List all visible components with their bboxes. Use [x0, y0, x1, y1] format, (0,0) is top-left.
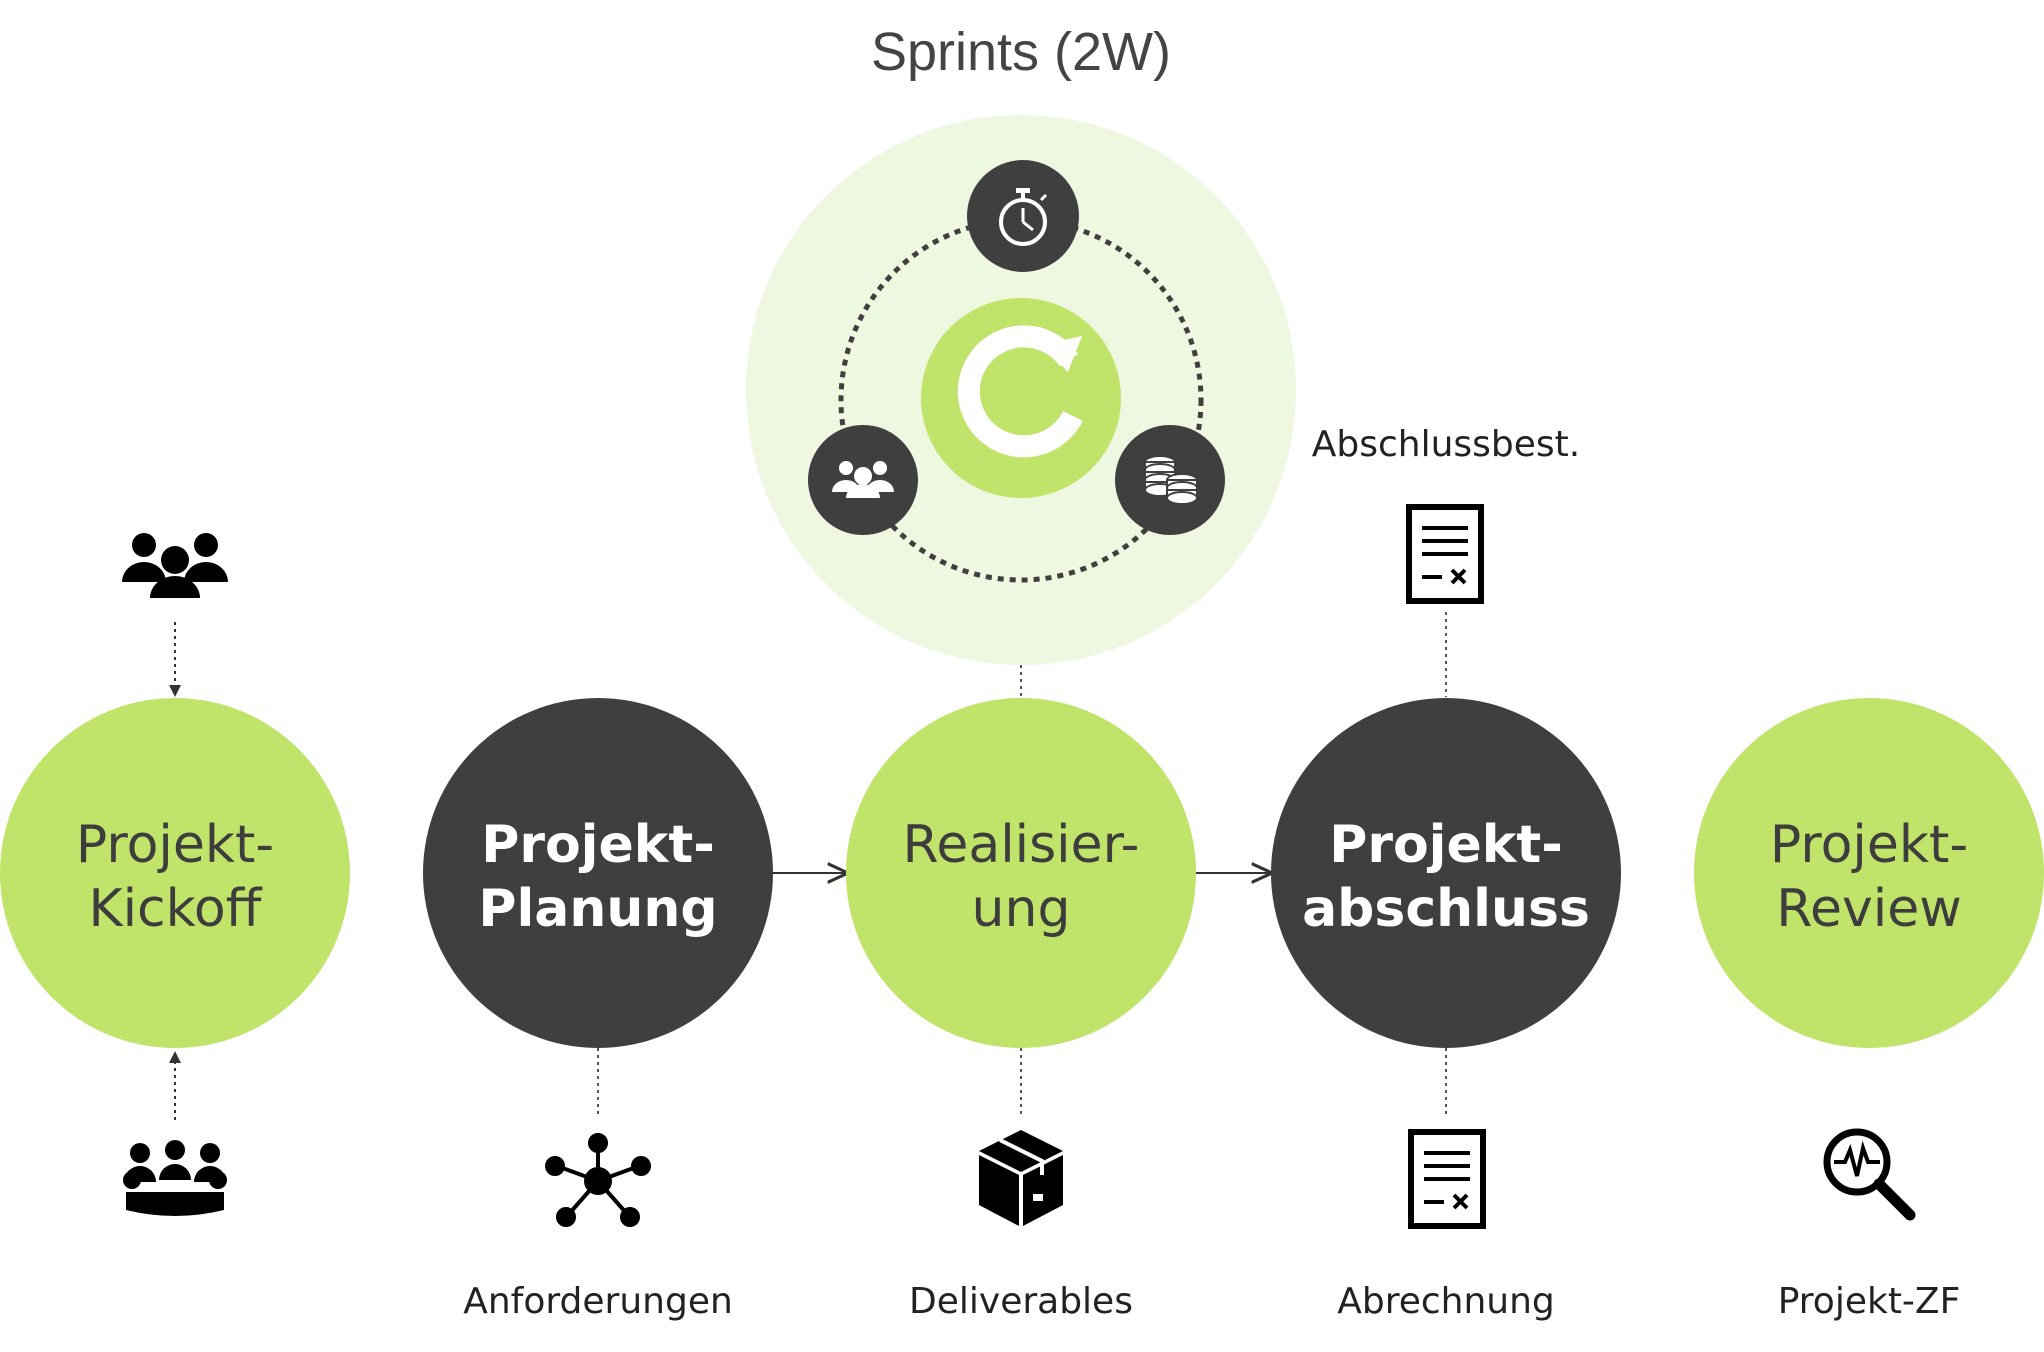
- diagram-title: Sprints (2W): [871, 22, 1171, 82]
- meeting-icon: [123, 1140, 227, 1216]
- caption-projekt-zf: Projekt-ZF: [1778, 1281, 1961, 1322]
- contract-icon: [1406, 504, 1484, 604]
- caption-abschlussbest: Abschlussbest.: [1312, 424, 1581, 465]
- stopwatch-icon: [999, 188, 1048, 246]
- node-review-line2: Review: [1776, 879, 1962, 939]
- node-review: [1694, 698, 2044, 1048]
- caption-deliverables: Deliverables: [909, 1281, 1133, 1322]
- node-abschluss: [1271, 698, 1621, 1048]
- node-kickoff-line2: Kickoff: [88, 879, 262, 939]
- node-kickoff: [0, 698, 350, 1048]
- package-icon: [979, 1130, 1063, 1226]
- node-abschluss-line1: Projekt-: [1329, 815, 1563, 875]
- node-planung-line1: Projekt-: [481, 815, 715, 875]
- team-icon: [122, 533, 228, 598]
- sprint-cycle-ring: [838, 217, 1204, 583]
- node-planung-line2: Planung: [478, 879, 717, 939]
- people-icon: [832, 461, 894, 498]
- node-realisierung-line2: ung: [972, 879, 1071, 939]
- analysis-icon: [1823, 1128, 1916, 1221]
- caption-anforderungen: Anforderungen: [463, 1281, 733, 1322]
- node-kickoff-line1: Projekt-: [76, 815, 274, 875]
- contract-icon: [1408, 1129, 1486, 1229]
- node-abschluss-line2: abschluss: [1302, 879, 1590, 939]
- coins-icon: [1144, 455, 1198, 505]
- node-realisierung: [846, 698, 1196, 1048]
- caption-abrechnung: Abrechnung: [1337, 1281, 1555, 1322]
- node-planung: [423, 698, 773, 1048]
- node-review-line1: Projekt-: [1770, 815, 1968, 875]
- refresh-icon: [957, 325, 1083, 458]
- network-icon: [545, 1133, 651, 1227]
- node-realisierung-line1: Realisier-: [903, 815, 1140, 875]
